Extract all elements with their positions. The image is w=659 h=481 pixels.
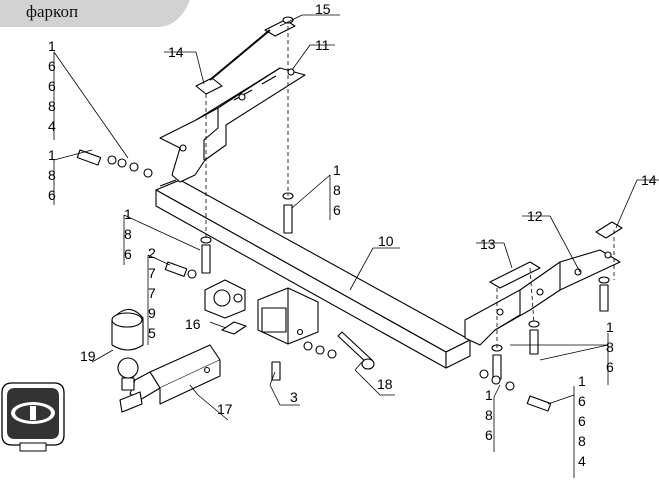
pin — [337, 331, 375, 370]
callout-c1-1: 6 — [48, 58, 56, 74]
part-number-p11: 11 — [315, 37, 330, 53]
callout-c4-1: 8 — [124, 226, 132, 242]
plate-14-right — [595, 221, 623, 239]
callout-c1-3: 8 — [48, 98, 56, 114]
callout-c5-2: 7 — [148, 285, 156, 301]
ball-cover — [111, 308, 144, 351]
leader-lines — [53, 14, 659, 478]
callout-c3-1: 8 — [333, 182, 341, 198]
part-number-p3: 3 — [290, 389, 298, 405]
callout-c1-2: 6 — [48, 78, 56, 94]
ball-mount — [119, 344, 221, 413]
callout-c1-4: 4 — [48, 118, 56, 134]
callout-c5-1: 7 — [148, 265, 156, 281]
callout-c3-0: 1 — [333, 162, 341, 178]
callout-c2-0: 1 — [48, 147, 56, 163]
callout-c4-2: 6 — [124, 246, 132, 262]
callout-c7-2: 6 — [485, 427, 493, 443]
plate-13 — [489, 261, 541, 289]
receiver-box — [257, 287, 319, 345]
clip — [221, 321, 247, 335]
header-tab-label: фаркоп — [26, 2, 79, 21]
callout-c6-1: 8 — [606, 339, 614, 355]
part-number-p15: 15 — [315, 1, 331, 17]
callout-c1-0: 1 — [48, 38, 56, 54]
left-bracket — [159, 67, 306, 183]
assembly-lines — [205, 26, 615, 348]
socket-plate — [204, 279, 246, 319]
part-number-p10: 10 — [378, 233, 394, 249]
callout-c6-2: 6 — [606, 359, 614, 375]
part-number-p14b: 14 — [641, 172, 657, 188]
right-bracket — [464, 249, 621, 346]
callout-c8-1: 6 — [578, 393, 586, 409]
callout-c8-0: 1 — [578, 373, 586, 389]
cross-beam — [155, 179, 471, 369]
callout-c5-3: 9 — [148, 305, 156, 321]
plate-14-left — [195, 77, 223, 95]
part-number-p12: 12 — [527, 208, 543, 224]
callout-c5-4: 5 — [148, 325, 156, 341]
brand-logo-icon — [1, 382, 65, 452]
callout-c3-2: 6 — [333, 202, 341, 218]
part-number-p13: 13 — [480, 236, 496, 252]
header-tab — [0, 0, 190, 27]
callout-c7-0: 1 — [485, 387, 493, 403]
bolts — [76, 149, 609, 412]
callout-c8-4: 4 — [578, 453, 586, 469]
callout-c8-3: 8 — [578, 433, 586, 449]
callout-c4-0: 1 — [124, 206, 132, 222]
part-number-p16: 16 — [185, 316, 201, 332]
part-number-p17: 17 — [217, 401, 233, 417]
callout-c8-2: 6 — [578, 413, 586, 429]
callout-c6-0: 1 — [606, 319, 614, 335]
part-number-p14a: 14 — [168, 44, 184, 60]
callout-c7-1: 8 — [485, 407, 493, 423]
callout-c2-1: 8 — [48, 167, 56, 183]
strap-line — [209, 29, 271, 81]
callout-c5-0: 2 — [148, 245, 156, 261]
part-number-p19: 19 — [80, 348, 96, 364]
tow-ball — [117, 357, 139, 391]
plate-15 — [264, 19, 296, 37]
callout-c2-2: 6 — [48, 187, 56, 203]
part-number-p18: 18 — [377, 376, 393, 392]
